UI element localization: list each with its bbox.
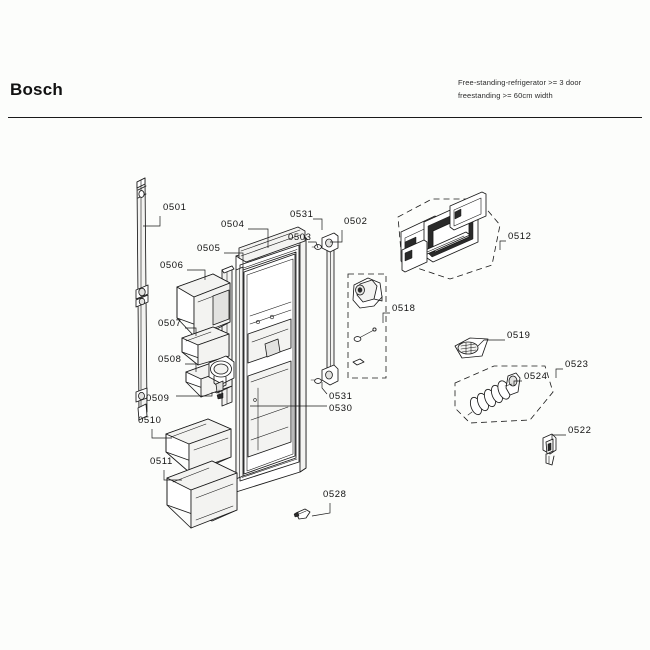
part-label-0523-17: 0523 (565, 359, 589, 370)
part-0512-display-kit (397, 191, 501, 280)
leader-0524 (513, 380, 522, 386)
part-label-0505-2: 0505 (197, 243, 221, 254)
meta-line-2: freestanding >= 60cm width (458, 91, 553, 100)
part-label-0512-14: 0512 (508, 231, 532, 242)
part-label-0522-19: 0522 (568, 425, 592, 436)
part-label-0507-4: 0507 (158, 318, 182, 329)
part-label-0518-15: 0518 (392, 303, 416, 314)
part-0506-upper-bin (176, 273, 231, 337)
part-label-0508-5: 0508 (158, 354, 182, 365)
leader-0510 (151, 429, 172, 439)
exploded-drawing: .o{fill:none;stroke:#1a1a1a;stroke-width… (135, 177, 566, 529)
part-0524-filter-element (467, 372, 521, 416)
part-door-panel-assembly (235, 226, 307, 493)
part-label-0530-13: 0530 (329, 403, 353, 414)
leader-0531 (321, 382, 328, 395)
leader-0508 (185, 363, 197, 372)
part-label-0531-12: 0531 (329, 391, 353, 402)
leader-0522 (551, 434, 566, 440)
header-meta: Free-standing-refrigerator >= 3 door fre… (458, 76, 638, 102)
part-0519-drip-tray (454, 337, 489, 359)
part-0502-hinge-rod (310, 232, 339, 386)
leader-0509 (176, 392, 213, 397)
leader-0505 (224, 252, 244, 268)
part-label-0511-8: 0511 (150, 456, 173, 467)
brand-logo: Bosch (10, 80, 63, 99)
part-label-0502-9: 0502 (344, 216, 368, 227)
part-0522-valve-connector (542, 433, 557, 466)
part-label-0503-10: 0503 (288, 232, 312, 243)
part-label-0509-6: 0509 (146, 393, 170, 404)
diagram-canvas: .o{fill:none;stroke:#1a1a1a;stroke-width… (0, 120, 650, 550)
header-divider (8, 117, 642, 119)
part-0507-small-tray (181, 326, 230, 366)
leader-lines (143, 216, 566, 517)
part-label-0510-7: 0510 (138, 415, 162, 426)
part-0501-handle-bar (135, 177, 149, 421)
part-label-0501: 0501 (163, 202, 187, 213)
part-0523-filter-kit (454, 365, 554, 424)
part-0508-0509-dispenser (185, 355, 235, 400)
part-label-0519-16: 0519 (507, 330, 531, 341)
part-0511-lower-bin (166, 460, 238, 529)
meta-line-1: Free-standing-refrigerator >= 3 door (458, 78, 582, 87)
leader-0523 (555, 368, 563, 378)
leader-0504 (248, 228, 269, 248)
leader-0519 (477, 339, 505, 347)
leader-0512 (499, 240, 506, 250)
leader-0506 (187, 269, 206, 280)
part-label-0524-18: 0524 (524, 371, 548, 382)
part-label-0528-20: 0528 (323, 489, 347, 500)
leader-0503 (308, 241, 319, 249)
part-label-0531-11: 0531 (290, 209, 314, 220)
leader-0528 (311, 503, 331, 517)
leader-0501 (143, 216, 161, 227)
leader-0507 (185, 327, 197, 336)
part-label-0504-1: 0504 (221, 219, 245, 230)
part-0518-spare-kit (347, 273, 387, 379)
leader-0518 (382, 312, 390, 323)
leader-0502 (330, 230, 343, 243)
leader-0511 (163, 470, 182, 481)
page-header: Bosch Free-standing-refrigerator >= 3 do… (0, 64, 650, 120)
part-label-0506-3: 0506 (160, 260, 184, 271)
part-0528-clip (293, 508, 311, 520)
part-0510-middle-bin (165, 418, 232, 473)
leader-0531 (313, 218, 323, 230)
